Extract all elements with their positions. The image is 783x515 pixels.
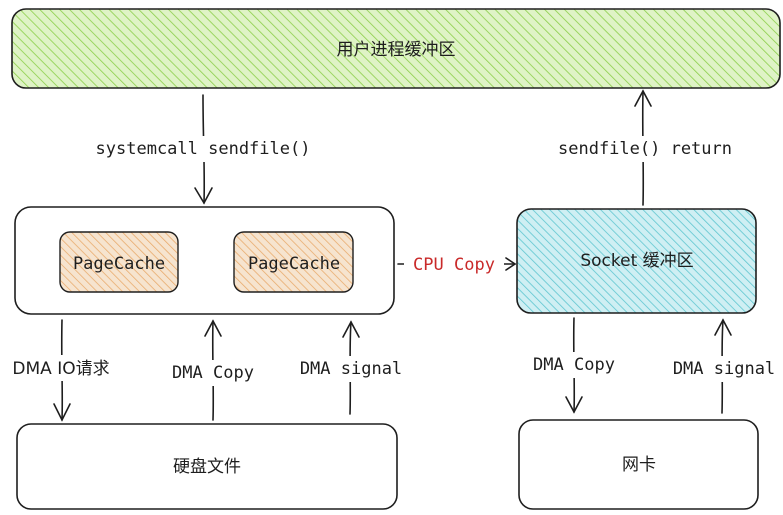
disk-node: 硬盘文件 (16, 423, 398, 510)
cpu-copy-label: CPU Copy (413, 255, 495, 275)
page-cache-2-label: PageCache (248, 254, 340, 274)
page-cache-1-label: PageCache (73, 254, 165, 274)
dma-signal-nic-label: DMA signal (673, 359, 775, 379)
kernel-node: PageCache PageCache (14, 206, 395, 315)
dma-signal-disk-label: DMA signal (300, 359, 402, 379)
nic-node: 网卡 (518, 419, 759, 510)
disk-label: 硬盘文件 (173, 457, 241, 477)
page-cache-node-2: PageCache (233, 231, 354, 293)
socket-buffer-node: Socket 缓冲区 (516, 208, 757, 314)
dma-copy-disk-label: DMA Copy (172, 363, 254, 383)
page-cache-node-1: PageCache (59, 231, 179, 293)
nic-label: 网卡 (622, 455, 656, 475)
sendfile-return-label: sendfile() return (558, 139, 732, 159)
dma-io-request-label: DMA IO请求 (12, 359, 109, 379)
dma-copy-nic-label: DMA Copy (533, 355, 615, 375)
user-buffer-node: 用户进程缓冲区 (11, 8, 781, 89)
syscall-label: systemcall sendfile() (96, 139, 311, 159)
socket-buffer-label: Socket 缓冲区 (580, 251, 693, 271)
user-buffer-label: 用户进程缓冲区 (337, 40, 456, 60)
